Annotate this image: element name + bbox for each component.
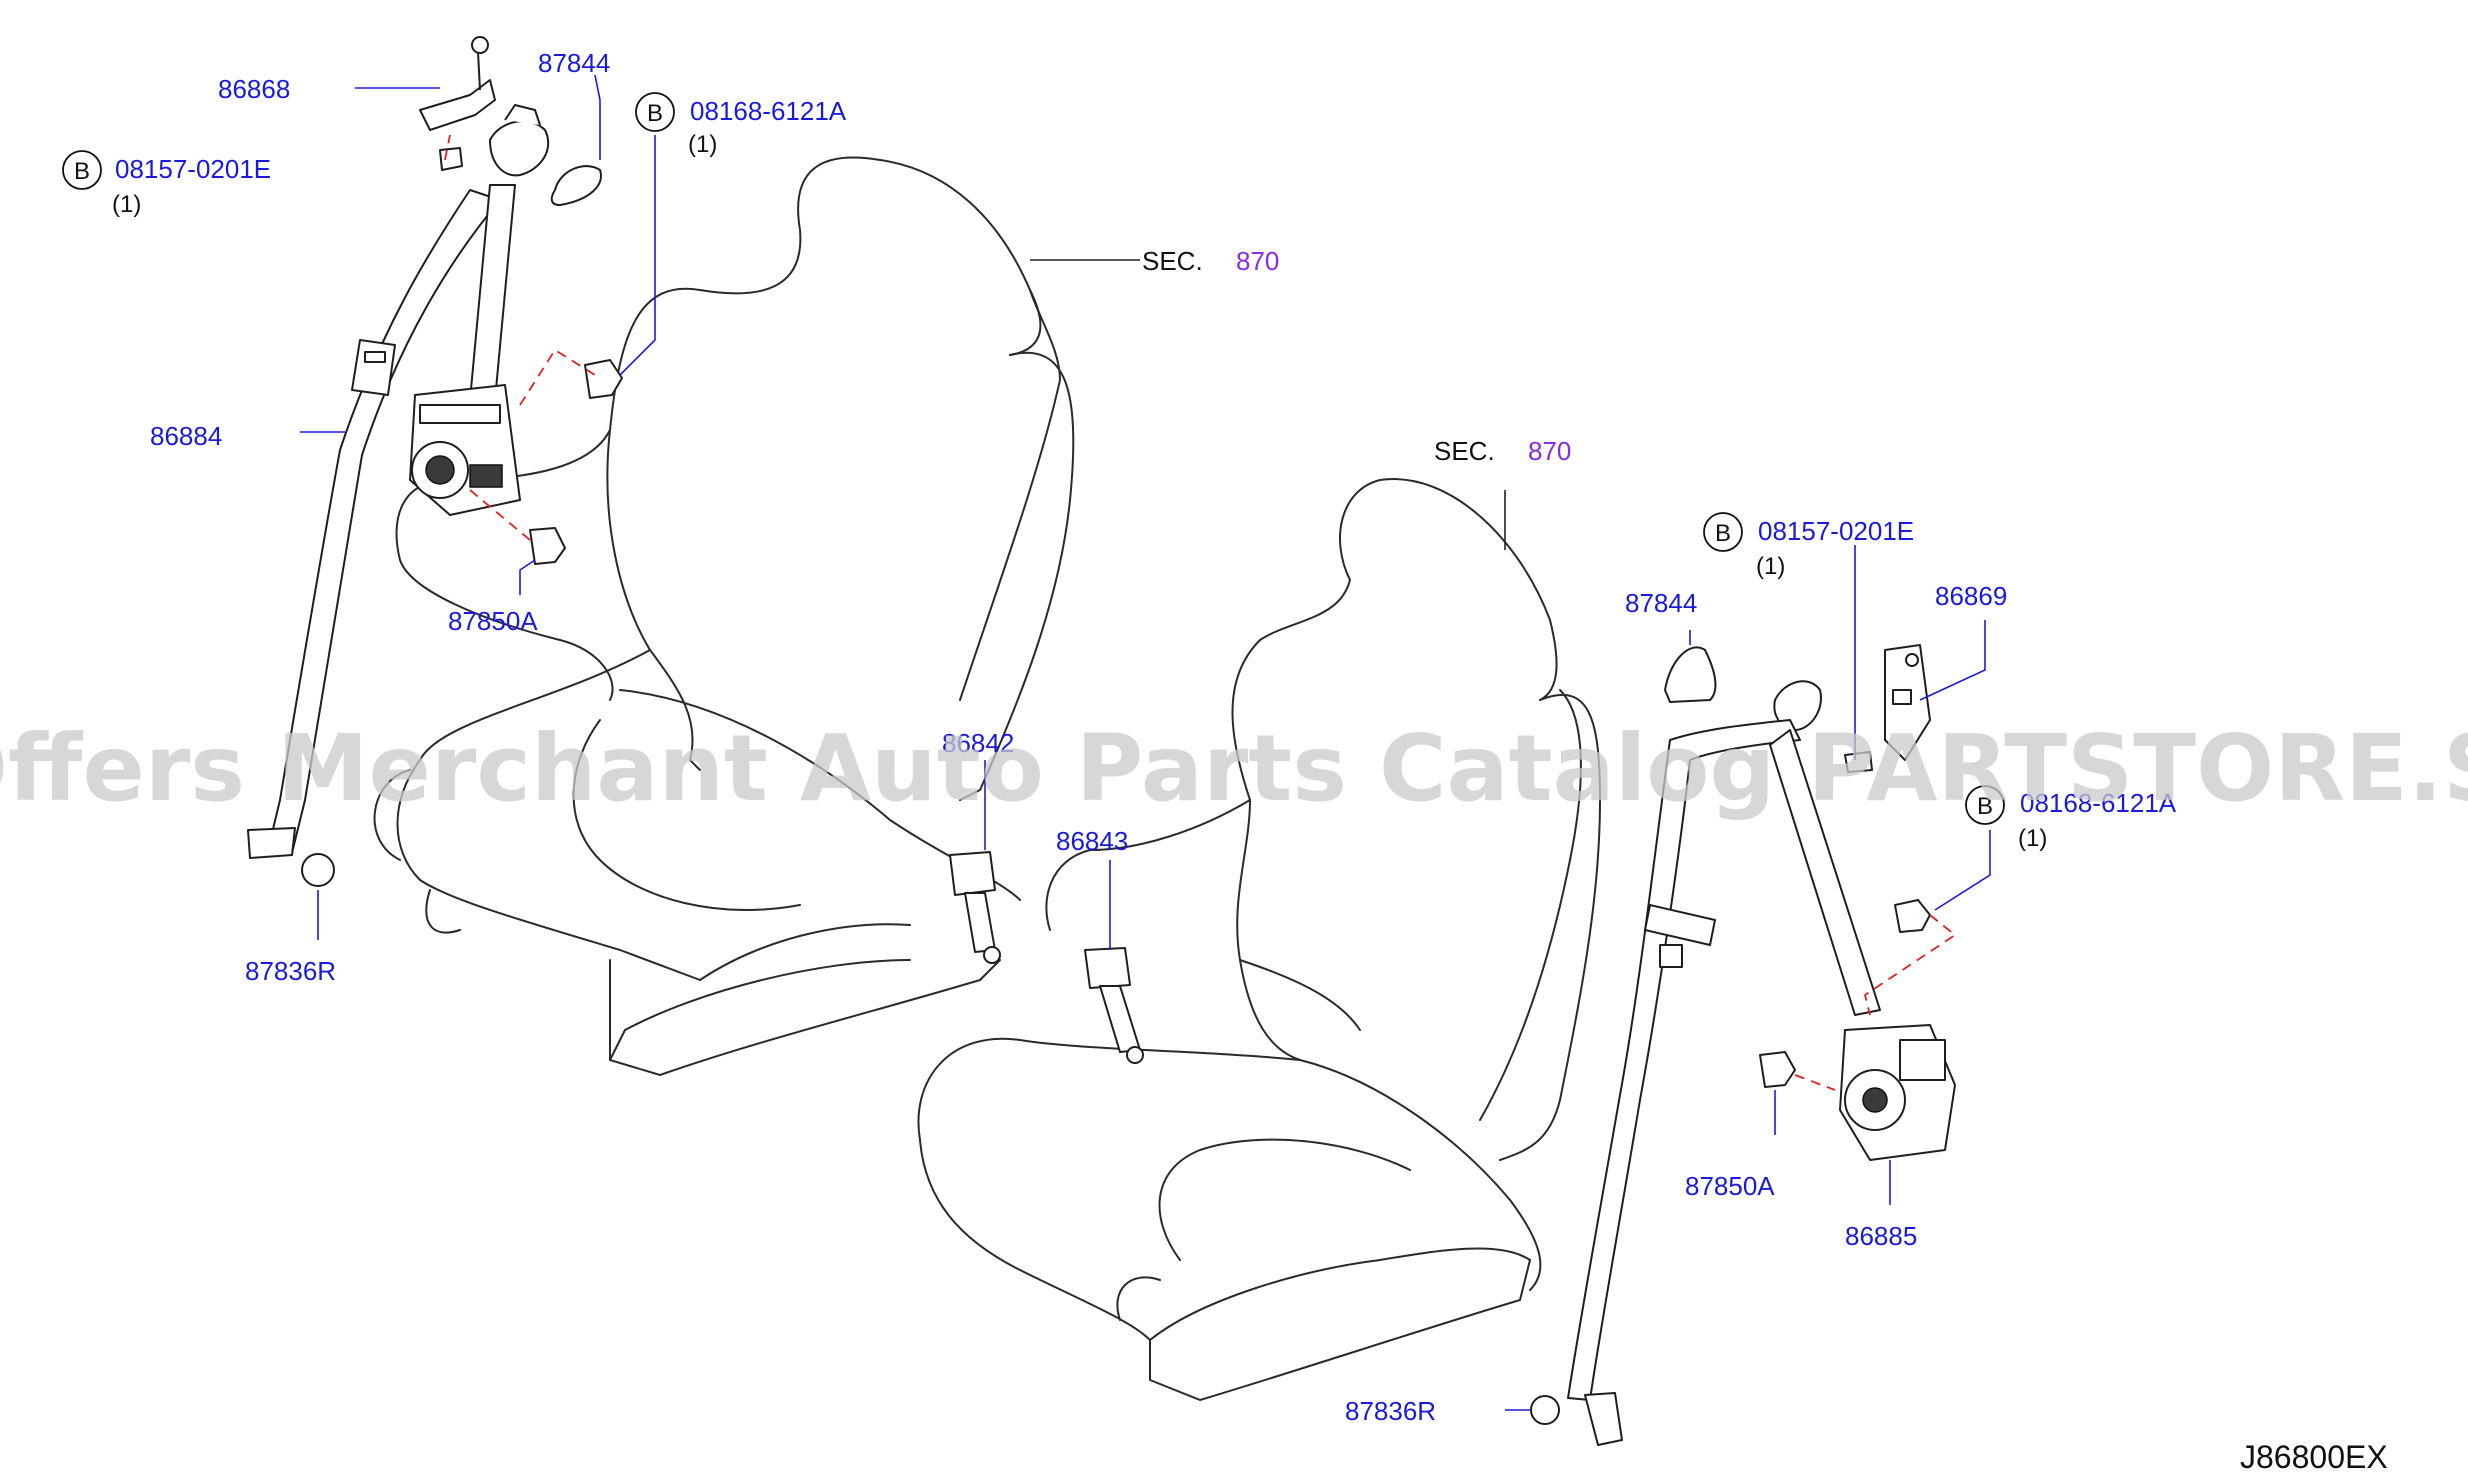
alignment-line	[1863, 914, 1957, 1016]
label-87836R-left[interactable]: 87836R	[245, 956, 336, 986]
lower-anchor[interactable]	[247, 827, 296, 859]
label-bolt-08157-right[interactable]: 08157-0201E	[1758, 516, 1914, 546]
anchor-cap-icon[interactable]	[301, 853, 335, 887]
bolt-marker-icon	[62, 150, 102, 190]
watermark: Offers Merchant Auto Parts Catalog PARTS…	[0, 715, 2468, 822]
label-bolt-08168-right[interactable]: 08168-6121A	[2020, 788, 2177, 818]
left-seat-belt-assembly[interactable]	[247, 36, 623, 887]
upper-anchor-bracket[interactable]	[419, 79, 496, 131]
buckle-86842[interactable]	[949, 851, 1001, 964]
label-bolt-08157-left[interactable]: 08157-0201E	[115, 154, 271, 184]
label-86869[interactable]: 86869	[1935, 581, 2007, 611]
bolt-marker-letter: B	[74, 158, 90, 185]
label-87850A-right[interactable]: 87850A	[1685, 1171, 1775, 1201]
bolt-marker-letter: B	[1977, 793, 1993, 820]
alignment-line	[1794, 1074, 1836, 1091]
qty-bolt-08157-left: (1)	[112, 191, 141, 218]
label-86842[interactable]: 86842	[942, 728, 1014, 758]
lower-anchor[interactable]	[1584, 1392, 1623, 1446]
bolt-marker-icon	[1965, 785, 2005, 825]
lower-anchor-bolt-icon[interactable]	[1759, 1051, 1796, 1088]
shoulder-cover-icon[interactable]	[1664, 646, 1717, 703]
label-87844-left[interactable]: 87844	[538, 48, 610, 78]
bolt-marker-letter: B	[1715, 520, 1731, 547]
buckle-86843[interactable]	[1084, 947, 1144, 1064]
leader-lines	[300, 74, 1991, 1411]
qty-bolt-08157-right: (1)	[1756, 553, 1785, 580]
qty-bolt-08168-left: (1)	[688, 131, 717, 158]
section-number-left[interactable]: 870	[1236, 246, 1279, 276]
label-86885[interactable]: 86885	[1845, 1221, 1917, 1251]
anchor-cap-icon[interactable]	[1530, 1395, 1560, 1425]
section-prefix-right: SEC.	[1434, 436, 1495, 466]
shoulder-cover-icon[interactable]	[550, 165, 602, 206]
bolt-marker-letter: B	[647, 100, 663, 127]
alignment-line	[519, 348, 596, 406]
bolt-marker-icon	[1703, 512, 1743, 552]
label-bolt-08168-left[interactable]: 08168-6121A	[690, 96, 847, 126]
label-87850A-left[interactable]: 87850A	[448, 606, 538, 636]
lower-anchor-bolt-icon[interactable]	[529, 527, 566, 565]
retractor-bolt-icon[interactable]	[1894, 899, 1931, 933]
left-seat-outline	[373, 156, 1075, 1076]
section-number-right[interactable]: 870	[1528, 436, 1571, 466]
label-86884[interactable]: 86884	[150, 421, 222, 451]
bolt-marker-icon	[635, 92, 675, 132]
retractor-bolt-icon[interactable]	[584, 359, 623, 399]
shoulder-bolt-icon[interactable]	[439, 147, 463, 171]
belt-webbing[interactable]	[1567, 719, 1801, 1401]
alignment-line	[444, 134, 451, 161]
qty-bolt-08168-right: (1)	[2018, 825, 2047, 852]
label-86843[interactable]: 86843	[1056, 826, 1128, 856]
label-87836R-right[interactable]: 87836R	[1345, 1396, 1436, 1426]
alignment-line	[469, 489, 531, 541]
bolt-markers: B B B B	[62, 92, 2005, 825]
label-86868[interactable]: 86868	[218, 74, 290, 104]
label-87844-right[interactable]: 87844	[1625, 588, 1697, 618]
shoulder-guide[interactable]	[489, 120, 550, 177]
right-seat-belt-assembly[interactable]	[1530, 644, 1956, 1446]
shoulder-bolt-icon[interactable]	[1844, 751, 1873, 773]
part-labels: 86868 87844 08157-0201E (1) 08168-6121A …	[112, 48, 2388, 1475]
diagram-code: J86800EX	[2240, 1439, 2388, 1475]
section-prefix-left: SEC.	[1142, 246, 1203, 276]
right-seat-outline	[917, 478, 1601, 1401]
